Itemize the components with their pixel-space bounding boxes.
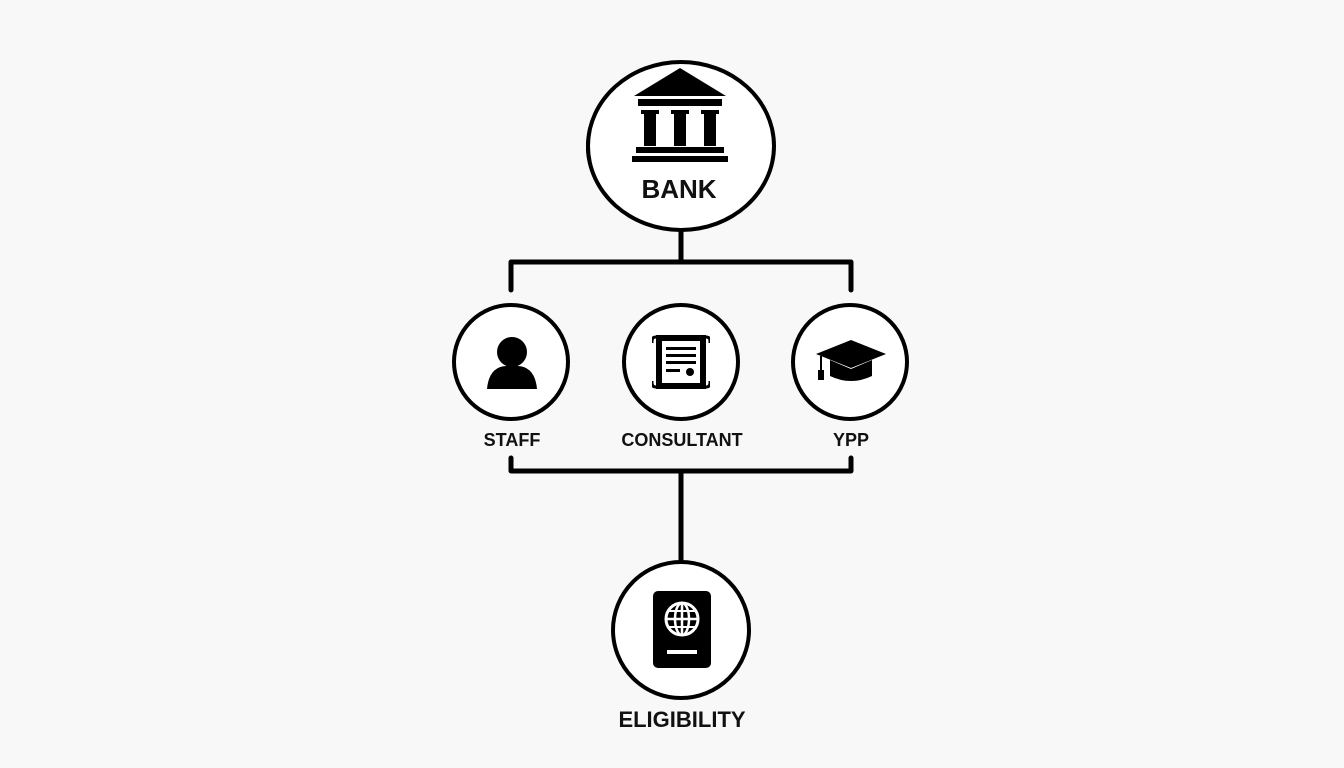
staff-label: STAFF bbox=[483, 430, 541, 450]
bank-building-icon bbox=[632, 68, 728, 162]
ypp-label: YPP bbox=[832, 430, 870, 450]
person-icon bbox=[487, 337, 537, 389]
consultant-label: CONSULTANT bbox=[621, 430, 743, 450]
graduation-cap-icon bbox=[816, 340, 886, 381]
staff-node bbox=[452, 303, 570, 421]
contract-scroll-icon bbox=[652, 335, 710, 389]
bank-label: BANK bbox=[641, 174, 717, 204]
consultant-node bbox=[622, 303, 740, 421]
eligibility-node bbox=[611, 560, 751, 700]
passport-icon bbox=[653, 591, 711, 668]
eligibility-label: ELIGIBILITY bbox=[618, 707, 746, 732]
